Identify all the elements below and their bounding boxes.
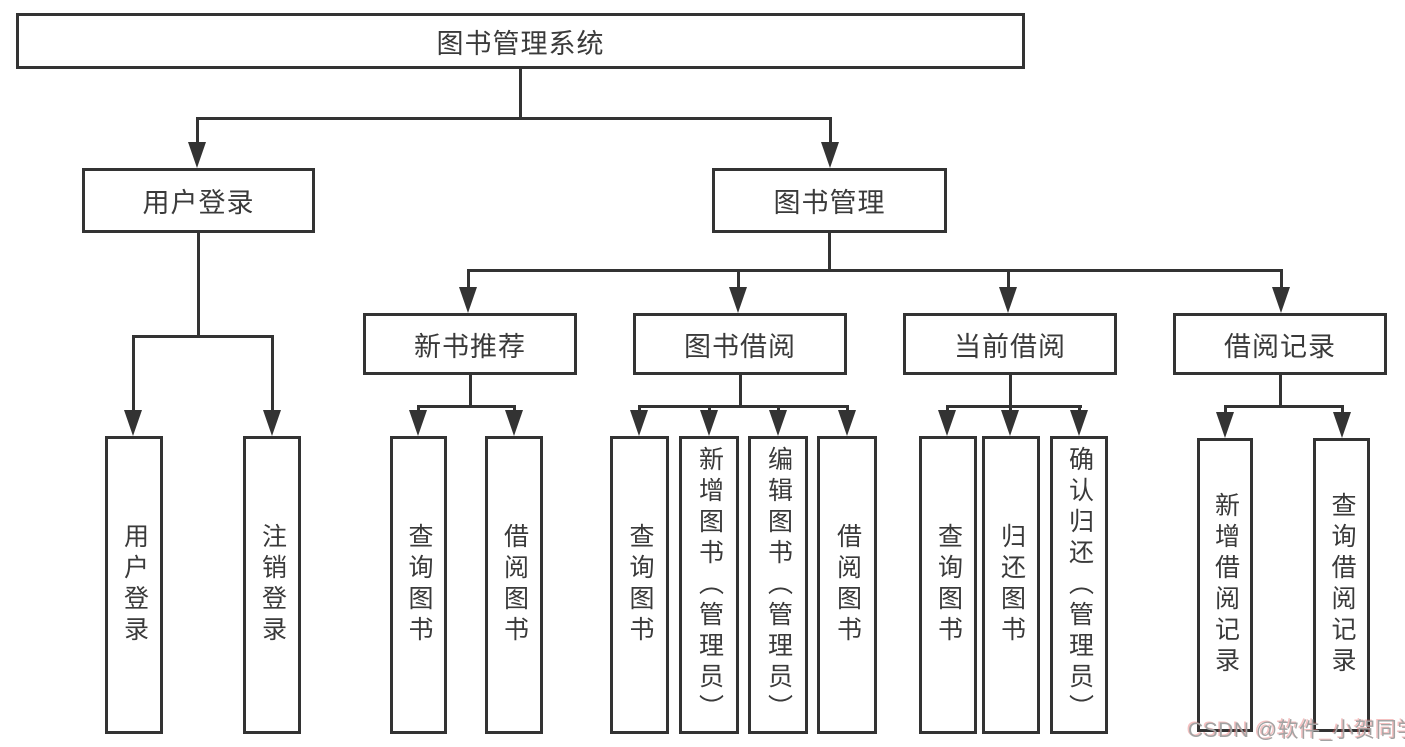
node-user-login: 用户登录 xyxy=(82,168,315,233)
leaf-borrow-books-2: 借阅图书 xyxy=(817,436,877,734)
arrowhead-icon xyxy=(769,410,787,436)
connector-line xyxy=(467,269,1283,272)
node-current-borrowing: 当前借阅 xyxy=(903,313,1117,375)
node-label: 新增借阅记录 xyxy=(1211,492,1240,678)
connector-line xyxy=(519,68,522,118)
connector-line xyxy=(829,117,832,145)
arrowhead-icon xyxy=(459,287,477,313)
connector-line xyxy=(1280,269,1283,291)
connector-line xyxy=(196,117,199,145)
arrowhead-icon xyxy=(188,142,206,168)
arrowhead-icon xyxy=(999,287,1017,313)
node-label: 归还图书 xyxy=(997,523,1026,647)
node-label: 注销登录 xyxy=(258,523,287,647)
connector-line xyxy=(197,117,831,120)
connector-line xyxy=(1224,405,1344,408)
connector-line xyxy=(132,335,274,338)
connector-line xyxy=(197,232,200,337)
node-label: 借阅图书 xyxy=(500,523,529,647)
connector-line xyxy=(1007,269,1010,291)
node-label: 图书借阅 xyxy=(684,331,796,362)
arrowhead-icon xyxy=(1070,410,1088,436)
node-label: 查询图书 xyxy=(626,523,654,647)
watermark: CSDN @软件_小贺同学 xyxy=(1188,719,1405,742)
leaf-query-borrow-record: 查询借阅记录 xyxy=(1313,438,1370,732)
node-label: 图书管理系统 xyxy=(436,28,605,59)
arrowhead-icon xyxy=(838,410,856,436)
arrowhead-icon xyxy=(1272,287,1290,313)
arrowhead-icon xyxy=(1333,412,1351,438)
arrowhead-icon xyxy=(263,410,281,436)
connector-line xyxy=(271,335,274,415)
leaf-confirm-return-admin: 确认归还（管理员） xyxy=(1050,436,1108,734)
connector-line xyxy=(737,269,740,291)
node-label: 确认归还（管理员） xyxy=(1065,445,1094,725)
connector-line xyxy=(1009,375,1012,407)
node-label: 查询图书 xyxy=(934,523,963,647)
leaf-query-books-2: 查询图书 xyxy=(610,436,669,734)
node-borrow-records: 借阅记录 xyxy=(1173,313,1387,375)
connector-line xyxy=(739,374,742,407)
node-label: 用户登录 xyxy=(142,188,255,218)
leaf-query-books-1: 查询图书 xyxy=(390,436,447,734)
connector-line xyxy=(946,405,1082,408)
connector-line xyxy=(469,374,472,407)
node-label: 查询借阅记录 xyxy=(1328,492,1356,678)
node-label: 当前借阅 xyxy=(954,331,1066,362)
connector-line xyxy=(1279,374,1282,407)
node-label: 借阅图书 xyxy=(833,523,862,647)
leaf-user-login: 用户登录 xyxy=(105,436,163,734)
arrowhead-icon xyxy=(1216,412,1234,438)
leaf-logout: 注销登录 xyxy=(243,436,301,734)
node-label: 查询图书 xyxy=(405,523,433,647)
connector-line xyxy=(417,405,516,408)
leaf-borrow-books-1: 借阅图书 xyxy=(485,436,543,734)
leaf-edit-books-admin: 编辑图书（管理员） xyxy=(748,436,808,734)
node-label: 新增图书（管理员） xyxy=(695,445,724,725)
connector-line xyxy=(1341,405,1344,415)
leaf-return-books: 归还图书 xyxy=(982,436,1040,734)
arrowhead-icon xyxy=(124,410,142,436)
connector-line xyxy=(828,233,831,271)
node-new-book-recommend: 新书推荐 xyxy=(363,313,577,375)
arrowhead-icon xyxy=(505,410,523,436)
node-label: 用户登录 xyxy=(120,523,149,647)
connector-line xyxy=(467,269,470,291)
arrowhead-icon xyxy=(821,142,839,168)
leaf-add-books-admin: 新增图书（管理员） xyxy=(679,436,739,734)
connector-line xyxy=(638,405,849,408)
arrowhead-icon xyxy=(409,410,427,436)
arrowhead-icon xyxy=(938,410,956,436)
node-book-management: 图书管理 xyxy=(712,168,947,233)
leaf-add-borrow-record: 新增借阅记录 xyxy=(1197,438,1253,732)
arrowhead-icon xyxy=(1001,410,1019,436)
node-label: 编辑图书（管理员） xyxy=(764,445,793,725)
connector-line xyxy=(132,335,135,415)
node-label: 新书推荐 xyxy=(414,331,526,362)
arrowhead-icon xyxy=(729,287,747,313)
node-root: 图书管理系统 xyxy=(16,13,1025,69)
leaf-query-books-3: 查询图书 xyxy=(919,436,977,734)
connector-line xyxy=(1224,405,1227,415)
arrowhead-icon xyxy=(630,410,648,436)
node-label: 图书管理 xyxy=(773,188,886,218)
node-label: 借阅记录 xyxy=(1224,331,1336,362)
node-book-borrowing: 图书借阅 xyxy=(633,313,847,375)
arrowhead-icon xyxy=(700,410,718,436)
